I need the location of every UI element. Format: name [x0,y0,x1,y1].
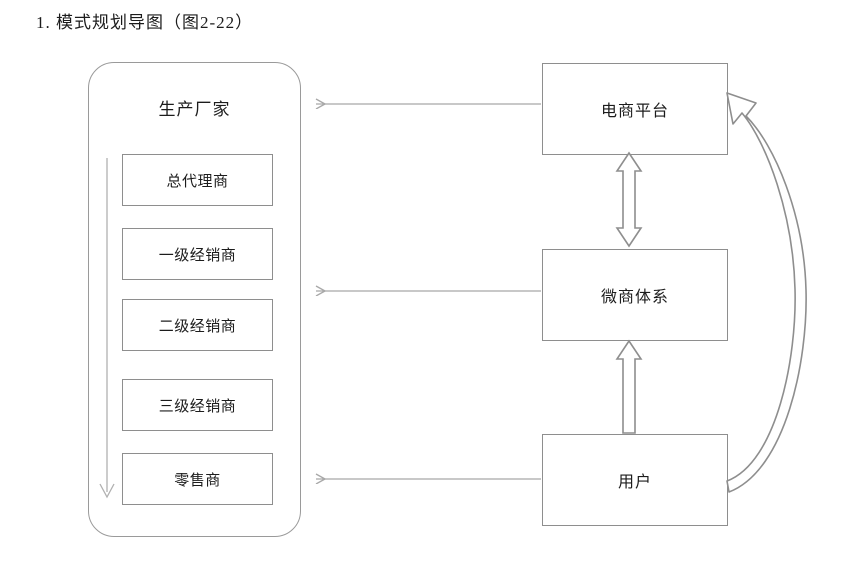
node-ecommerce-platform[interactable]: 电商平台 [542,63,728,155]
channel-box-general-agent[interactable]: 总代理商 [122,154,273,206]
channel-box-retailer[interactable]: 零售商 [122,453,273,505]
node-user[interactable]: 用户 [542,434,728,526]
page-title: 1. 模式规划导图（图2-22） [36,13,254,32]
channel-box-level2-dealer[interactable]: 二级经销商 [122,299,273,351]
connector-user-wechat-block-arrow [615,339,643,434]
connector-user-ecommerce-curved-arrow [726,92,807,493]
container-title-manufacturer: 生产厂家 [158,100,231,119]
channel-box-level1-dealer[interactable]: 一级经销商 [122,228,273,280]
connector-ecommerce-wechat-block-arrow [615,151,643,248]
node-wechat-business-system[interactable]: 微商体系 [542,249,728,341]
channel-box-level3-dealer[interactable]: 三级经销商 [122,379,273,431]
